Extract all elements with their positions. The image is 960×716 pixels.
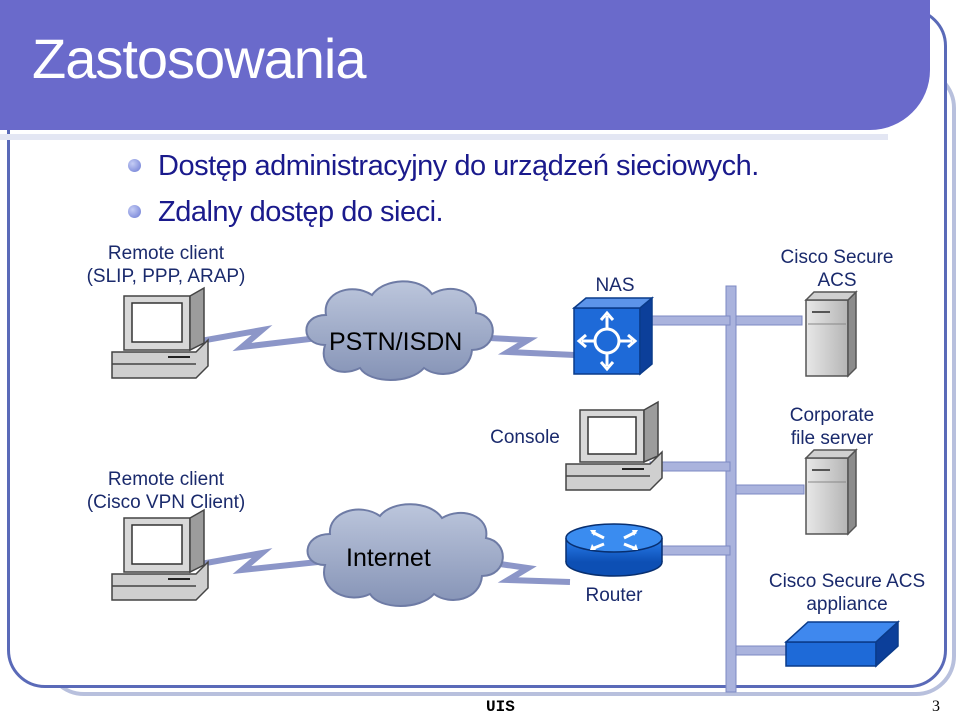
router-label: Router	[585, 585, 643, 606]
label-line: ACS	[817, 270, 857, 291]
vpn-link	[177, 548, 571, 585]
bullet-item: Zdalny dostęp do sieci.	[128, 194, 759, 240]
nas-label: NAS	[595, 275, 635, 296]
label-line: Remote client	[107, 243, 225, 264]
pstn-cloud-label: PSTN/ISDN	[329, 328, 463, 356]
file-server-label: Corporate file server	[762, 404, 902, 450]
label-line: Cisco Secure	[780, 247, 894, 268]
label-line: (Cisco VPN Client)	[86, 492, 246, 513]
console-pc-icon	[565, 400, 663, 491]
remote-client-pc-2-icon	[111, 508, 209, 601]
bullet-list: Dostęp administracyjny do urządzeń sieci…	[128, 148, 759, 240]
remote-client-1-label: Remote client (SLIP, PPP, ARAP)	[76, 242, 256, 288]
page-number: 3	[932, 698, 940, 715]
bullet-item: Dostęp administracyjny do urządzeń sieci…	[128, 148, 759, 194]
acs-appliance-icon	[784, 620, 900, 668]
bullet-text: Dostęp administracyjny do urządzeń sieci…	[158, 150, 759, 182]
bullet-text: Zdalny dostęp do sieci.	[158, 196, 444, 228]
label-line: appliance	[806, 594, 888, 615]
bullet-dot-icon	[128, 205, 141, 218]
router-icon	[565, 523, 663, 577]
dialup-link	[177, 325, 576, 358]
internet-cloud-label: Internet	[346, 544, 431, 572]
title-underline	[0, 134, 888, 140]
backbone-line	[725, 285, 737, 693]
remote-client-2-label: Remote client (Cisco VPN Client)	[66, 468, 266, 514]
console-label: Console	[490, 427, 560, 448]
acs-server-label: Cisco Secure ACS	[762, 246, 912, 292]
label-line: Remote client	[107, 469, 225, 490]
backbone-branches	[649, 315, 805, 656]
remote-client-pc-1-icon	[111, 286, 209, 379]
footer-text: UIS	[486, 698, 515, 716]
acs-server-icon	[804, 290, 858, 378]
bullet-dot-icon	[128, 159, 141, 172]
slide-title: Zastosowania	[32, 27, 367, 90]
title-bar	[0, 0, 930, 130]
internet-cloud-shape	[306, 503, 504, 607]
label-line: Cisco Secure ACS	[768, 571, 926, 592]
label-line: (SLIP, PPP, ARAP)	[86, 266, 246, 287]
label-line: file server	[790, 428, 874, 449]
file-server-icon	[804, 448, 858, 536]
nas-device-icon	[571, 296, 655, 376]
label-line: Corporate	[789, 405, 875, 426]
pstn-cloud-shape	[305, 280, 494, 381]
acs-appliance-label: Cisco Secure ACS appliance	[752, 570, 942, 616]
